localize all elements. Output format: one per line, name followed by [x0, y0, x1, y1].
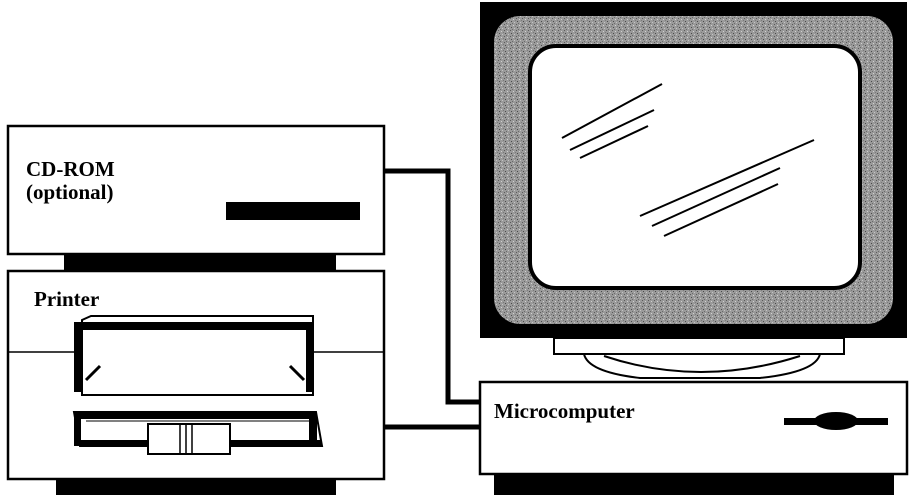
printer-paper-guide	[148, 424, 230, 454]
microcomputer: Microcomputer	[480, 382, 907, 474]
printer: Printer	[8, 271, 384, 479]
microcomputer-label: Microcomputer	[494, 399, 635, 423]
printer-tray-lip	[74, 322, 314, 330]
printer-tray-left-edge	[74, 322, 82, 392]
cdrom-base	[64, 254, 336, 271]
monitor-stand-base	[584, 354, 820, 378]
cdrom-drive: CD-ROM (optional)	[8, 126, 384, 254]
printer-tray-right-edge	[306, 322, 314, 392]
microcomputer-base	[494, 474, 894, 495]
monitor	[480, 2, 907, 378]
printer-label: Printer	[34, 287, 99, 311]
floppy-latch	[814, 412, 858, 430]
monitor-stand-neck	[554, 338, 844, 354]
cdrom-slot	[226, 202, 360, 220]
cable-cdrom-to-computer	[384, 171, 490, 402]
monitor-screen	[530, 46, 860, 288]
cdrom-label: CD-ROM	[26, 157, 115, 181]
cdrom-optional-label: (optional)	[26, 180, 114, 204]
printer-base	[56, 479, 336, 495]
